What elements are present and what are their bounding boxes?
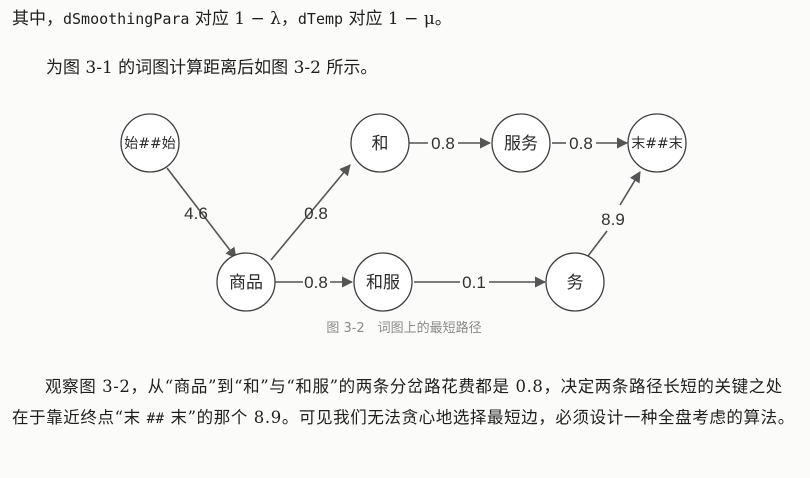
- edge-wu-end-b: [619, 171, 641, 206]
- edge-label-shangpin-hefu: 0.8: [304, 273, 328, 292]
- text-line-1: 其中，dSmoothingPara 对应 1 − λ，dTemp 对应 1 − …: [12, 8, 452, 30]
- edge-label-fuwu-end: 0.8: [569, 134, 593, 153]
- edge-label-he-fuwu: 0.8: [431, 134, 455, 153]
- line1-mid1: 对应: [189, 9, 235, 29]
- node-end: 末##末: [627, 113, 687, 173]
- edge-shangpin-he: [270, 164, 351, 261]
- node-wu-label: 务: [567, 273, 584, 293]
- node-shangpin: 商品: [216, 252, 276, 312]
- line1-sep: ，: [280, 9, 298, 29]
- paragraph-part2: 末”的那个 8.9。可见我们无法贪心地选择最短边，必须设计一种全盘考虑的算法。: [164, 408, 795, 427]
- node-wu: 务: [545, 252, 605, 312]
- expr-lambda: 1 − λ: [234, 9, 281, 29]
- edge-label-shangpin-he: 0.8: [304, 204, 328, 223]
- paragraph-hash: ##: [146, 411, 165, 427]
- node-fuwu-label: 服务: [504, 134, 538, 154]
- node-start: 始##始: [120, 113, 180, 173]
- expr-mu: 1 − μ: [387, 9, 435, 29]
- node-hefu-label: 和服: [366, 273, 400, 293]
- paragraph-part1: 观察图 3-2，从“商品”到“和”与“和服”的两条分岔路花费都是 0.8，决定两…: [12, 377, 783, 427]
- node-hefu: 和服: [353, 252, 413, 312]
- edge-label-wu-end: 8.9: [601, 210, 625, 229]
- edge-label-start-shangpin: 4.6: [184, 204, 208, 223]
- node-end-label: 末##末: [631, 136, 682, 152]
- node-fuwu: 服务: [491, 113, 551, 173]
- line1-mid2: 对应: [343, 9, 388, 29]
- line1-prefix: 其中，: [12, 9, 63, 29]
- edge-wu-end-a: [587, 230, 608, 257]
- code-dsmoothingpara: dSmoothingPara: [63, 10, 190, 28]
- node-start-label: 始##始: [124, 136, 175, 152]
- line1-end: 。: [434, 9, 452, 29]
- figure-caption: 图 3-2 词图上的最短路径: [326, 320, 481, 336]
- body-paragraph: 观察图 3-2，从“商品”到“和”与“和服”的两条分岔路花费都是 0.8，决定两…: [12, 371, 798, 435]
- node-he: 和: [350, 113, 410, 173]
- node-shangpin-label: 商品: [229, 273, 263, 293]
- edge-start-shangpin: [166, 167, 237, 259]
- node-he-label: 和: [372, 134, 389, 154]
- edge-label-hefu-wu: 0.1: [462, 273, 486, 292]
- code-dtemp: dTemp: [297, 10, 344, 28]
- text-line-2: 为图 3-1 的词图计算距离后如图 3-2 所示。: [46, 58, 378, 78]
